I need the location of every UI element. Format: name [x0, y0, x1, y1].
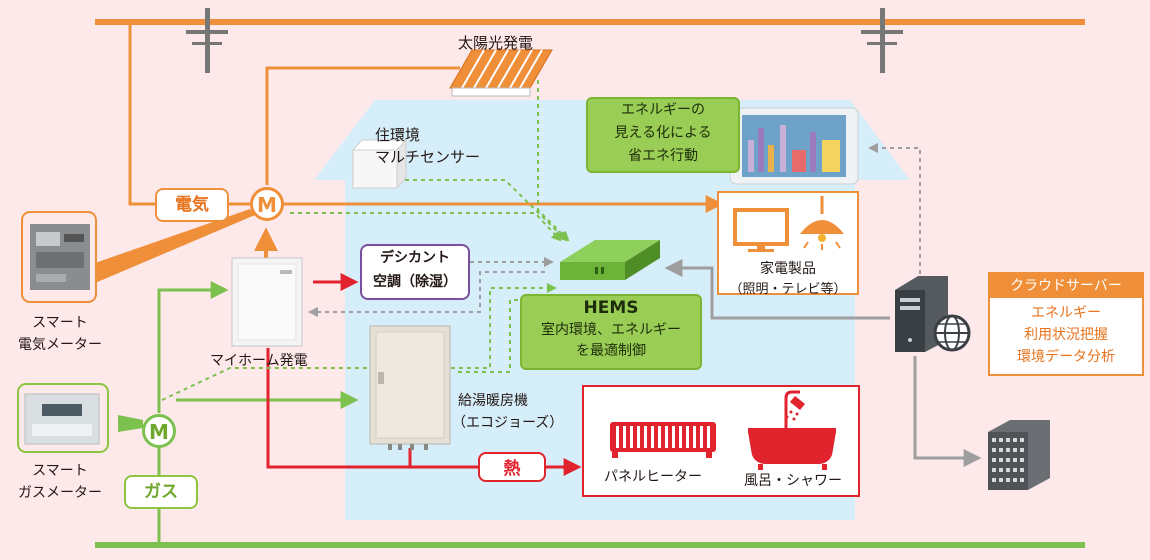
cloud-server-title: クラウドサーバー — [990, 274, 1142, 298]
hems-title: HEMS — [583, 298, 639, 318]
gas-meter-m: M — [142, 414, 176, 448]
boiler-icon — [369, 325, 451, 450]
desiccant-box: デシカント 空調（除湿） — [360, 244, 470, 300]
building-icon — [988, 420, 1050, 490]
bath-label: 風呂・シャワー — [744, 473, 842, 489]
bathtub-icon — [748, 428, 836, 470]
cloud-line-3: 環境データ分析 — [1017, 349, 1115, 365]
cloud-line-1: エネルギー — [1031, 305, 1101, 321]
desiccant-line-1: デシカント — [380, 250, 450, 266]
boiler-label-1: 給湯暖房機 — [458, 393, 528, 409]
lamp-icon — [800, 196, 844, 250]
heat-label: 熱 — [478, 452, 546, 482]
visualization-panel: エネルギーの 見える化による 省エネ行動 — [586, 97, 740, 173]
hems-line-1: 室内環境、エネルギー — [541, 322, 681, 338]
hems-line-2: を最適制御 — [576, 343, 646, 359]
sensor-cube-icon — [351, 138, 408, 190]
fuel-cell-icon — [231, 257, 303, 347]
electric-label: 電気 — [155, 188, 229, 222]
hems-router-icon — [560, 240, 660, 280]
utility-pole-icon — [186, 8, 903, 73]
solar-label: 太陽光発電 — [458, 34, 534, 52]
smart-gas-label-1: スマート — [32, 463, 88, 479]
smart-gas-label-2: ガスメーター — [18, 485, 102, 501]
electric-meter-icon — [30, 224, 90, 290]
globe-icon — [933, 314, 971, 352]
panel-heater-label: パネルヒーター — [604, 469, 702, 485]
boiler-label-2: （エコジョーズ） — [452, 415, 564, 431]
electric-meter-m: M — [250, 187, 284, 221]
solar-panel-icon — [449, 49, 553, 97]
gas-meter-card — [17, 383, 109, 453]
gas-meter-icon — [24, 393, 100, 445]
visualization-line-1: エネルギーの — [621, 102, 705, 118]
gas-label: ガス — [124, 475, 198, 509]
hems-panel: HEMS 室内環境、エネルギー を最適制御 — [520, 294, 702, 370]
visualization-line-2: 見える化による — [614, 125, 712, 141]
desiccant-line-2: 空調（除湿） — [373, 274, 457, 290]
radiator-icon — [610, 422, 716, 458]
electric-meter-card — [21, 211, 97, 303]
appliance-label-1: 家電製品 — [760, 261, 816, 277]
smart-electric-label-2: 電気メーター — [18, 337, 102, 353]
cloud-server-panel: クラウドサーバー エネルギー 利用状況把握 環境データ分析 — [988, 272, 1144, 376]
cloud-line-2: 利用状況把握 — [1024, 327, 1108, 343]
smart-electric-label-1: スマート — [32, 315, 88, 331]
sensor-label-1: 住環境 — [375, 126, 421, 144]
sensor-label-2: マルチセンサー — [375, 148, 481, 166]
myhome-label: マイホーム発電 — [210, 353, 308, 369]
visualization-line-3: 省エネ行動 — [628, 148, 698, 164]
tv-icon — [733, 208, 789, 252]
shower-icon — [784, 390, 805, 428]
tablet-icon — [729, 107, 859, 185]
appliance-label-2: （照明・テレビ等） — [729, 282, 847, 297]
